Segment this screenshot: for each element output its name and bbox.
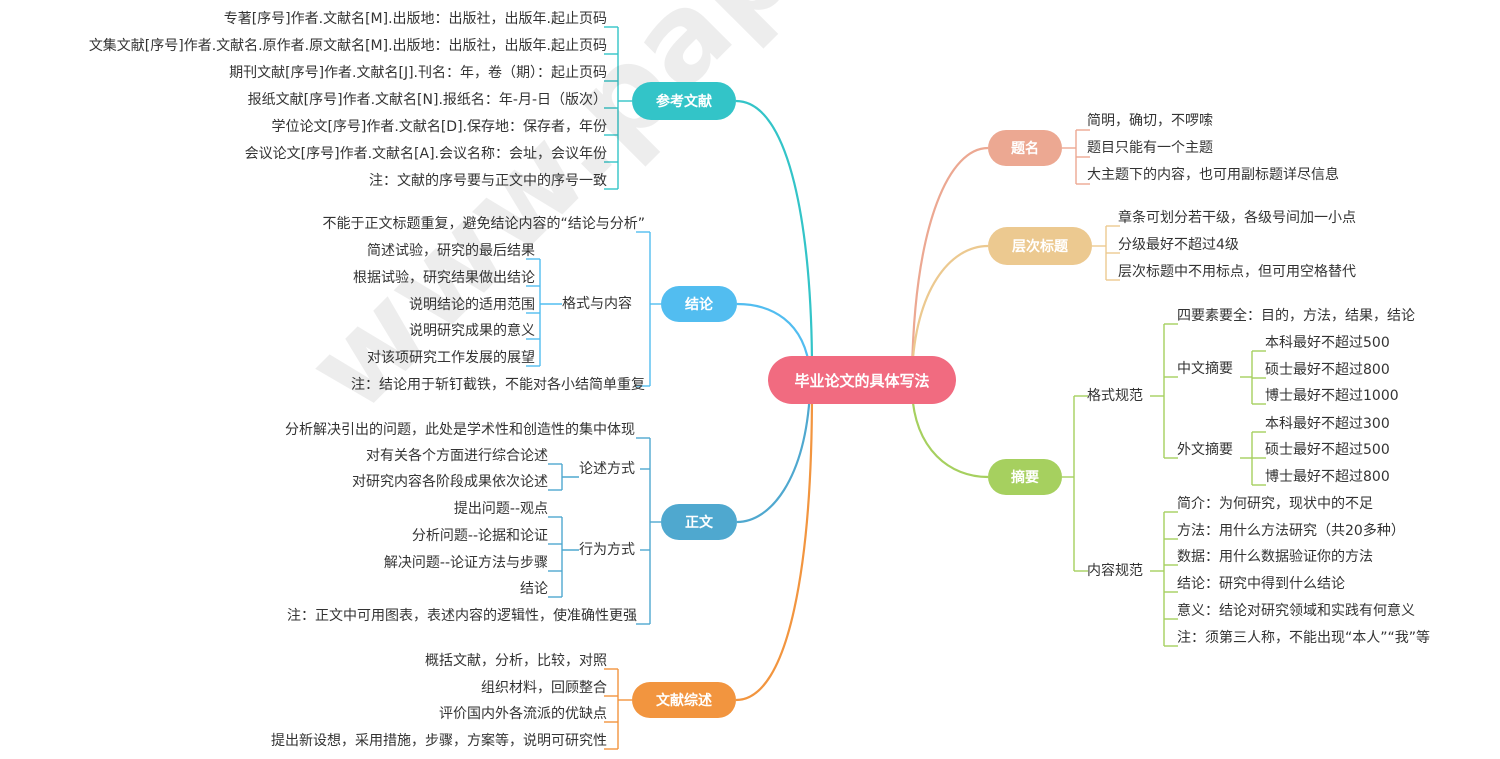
ref-item-3: 期刊文献[序号]作者.文献名[J].刊名：年，卷（期）：起止页码 (229, 65, 607, 81)
ref-item-6: 会议论文[序号]作者.文献名[A].会议名称：会址，会议年份 (244, 146, 607, 162)
abstract-format-item-top: 四要素要全：目的，方法，结果，结论 (1177, 308, 1415, 324)
abstract-cn-item-1: 本科最好不超过500 (1265, 335, 1390, 351)
branch-abstract[interactable]: 摘要 (988, 459, 1062, 495)
body-item-bottom: 注：正文中可用图表，表述内容的逻辑性，使准确性更强 (287, 608, 637, 624)
body-sub2-item-1: 提出问题--观点 (453, 501, 548, 517)
conclusion-sub-item-1: 简述试验，研究的最后结果 (367, 243, 535, 259)
abstract-content-item-3: 数据：用什么数据验证你的方法 (1177, 549, 1373, 565)
conclusion-sub-label[interactable]: 格式与内容 (562, 296, 632, 312)
body-sub1-label[interactable]: 论述方式 (579, 461, 635, 477)
conclusion-sub-item-2: 根据试验，研究结果做出结论 (353, 270, 535, 286)
ref-item-4: 报纸文献[序号]作者.文献名[N].报纸名：年-月-日（版次） (247, 92, 607, 108)
review-item-4: 提出新设想，采用措施，步骤，方案等，说明可研究性 (271, 733, 607, 749)
abstract-cn-item-2: 硕士最好不超过800 (1265, 362, 1390, 378)
conclusion-sub-item-4: 说明研究成果的意义 (409, 323, 535, 339)
body-sub2-item-4: 结论 (520, 581, 548, 597)
branch-references[interactable]: 参考文献 (632, 82, 736, 120)
branch-headings[interactable]: 层次标题 (988, 227, 1092, 265)
title-item-3: 大主题下的内容，也可用副标题详尽信息 (1087, 167, 1339, 183)
curve-title (910, 146, 989, 373)
body-sub1-item-2: 对研究内容各阶段成果依次论述 (352, 474, 548, 490)
curve-headings (910, 244, 989, 375)
branch-body[interactable]: 正文 (661, 504, 737, 540)
ref-item-1: 专著[序号]作者.文献名[M].出版地：出版社，出版年.起止页码 (223, 11, 607, 27)
abstract-content-label[interactable]: 内容规范 (1087, 563, 1143, 579)
branch-review[interactable]: 文献综述 (632, 682, 736, 718)
branch-title[interactable]: 题名 (988, 130, 1062, 166)
curve-references (735, 99, 814, 371)
ref-item-2: 文集文献[序号]作者.文献名.原作者.原文献名[M].出版地：出版社，出版年.起… (88, 38, 607, 54)
headings-item-2: 分级最好不超过4级 (1118, 237, 1239, 253)
headings-item-1: 章条可划分若干级，各级号间加一小点 (1118, 210, 1356, 226)
body-sub2-item-2: 分析问题--论据和论证 (411, 528, 548, 544)
body-sub2-item-3: 解决问题--论证方法与步骤 (383, 555, 548, 571)
review-item-3: 评价国内外各流派的优缺点 (439, 706, 607, 722)
branch-conclusion[interactable]: 结论 (661, 286, 737, 322)
abstract-format-label[interactable]: 格式规范 (1087, 388, 1143, 404)
root-node[interactable]: 毕业论文的具体写法 (768, 356, 956, 404)
curve-body (736, 391, 812, 524)
conclusion-sub-item-3: 说明结论的适用范围 (409, 297, 535, 313)
abstract-en-item-2: 硕士最好不超过500 (1265, 442, 1390, 458)
body-item-top: 分析解决引出的问题，此处是学术性和创造性的集中体现 (285, 422, 635, 438)
body-sub1-item-1: 对有关各个方面进行综合论述 (366, 448, 548, 464)
abstract-en-item-1: 本科最好不超过300 (1265, 416, 1390, 432)
conclusion-item-top: 不能于正文标题重复，避免结论内容的“结论与分析” (322, 216, 645, 232)
conclusion-item-bottom: 注：结论用于斩钉截铁，不能对各小结简单重复 (351, 377, 645, 393)
abstract-cn-item-3: 博士最好不超过1000 (1265, 388, 1399, 404)
body-sub2-label[interactable]: 行为方式 (579, 542, 635, 558)
abstract-en-item-3: 博士最好不超过800 (1265, 469, 1390, 485)
title-item-1: 简明，确切，不啰嗦 (1087, 113, 1213, 129)
title-item-2: 题目只能有一个主题 (1087, 140, 1213, 156)
headings-item-3: 层次标题中不用标点，但可用空格替代 (1118, 264, 1356, 280)
abstract-content-item-6: 注：须第三人称，不能出现“本人”“我”等 (1177, 630, 1431, 646)
abstract-content-item-2: 方法：用什么方法研究（共20多种） (1177, 523, 1405, 539)
abstract-en-label[interactable]: 外文摘要 (1177, 442, 1233, 458)
abstract-content-item-4: 结论：研究中得到什么结论 (1177, 576, 1345, 592)
ref-item-7: 注：文献的序号要与正文中的序号一致 (369, 173, 607, 189)
curve-abstract (910, 391, 989, 479)
abstract-content-item-1: 简介：为何研究，现状中的不足 (1177, 496, 1373, 512)
conclusion-sub-item-5: 对该项研究工作发展的展望 (367, 350, 535, 366)
review-item-1: 概括文献，分析，比较，对照 (425, 653, 607, 669)
review-item-2: 组织材料，回顾整合 (481, 680, 607, 696)
abstract-content-item-5: 意义：结论对研究领域和实践有何意义 (1177, 603, 1415, 619)
curve-review (735, 391, 814, 702)
abstract-cn-label[interactable]: 中文摘要 (1177, 361, 1233, 377)
ref-item-5: 学位论文[序号]作者.文献名[D].保存地：保存者，年份 (271, 119, 607, 135)
